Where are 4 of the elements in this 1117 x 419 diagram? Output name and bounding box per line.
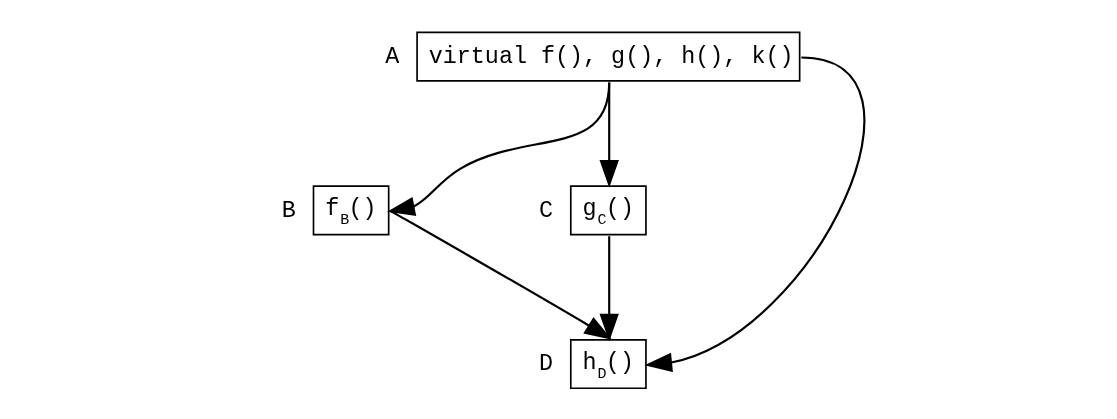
node-label: D: [539, 351, 554, 378]
node-label: A: [385, 43, 400, 70]
node-label: C: [539, 197, 554, 224]
node-label: B: [281, 197, 296, 224]
